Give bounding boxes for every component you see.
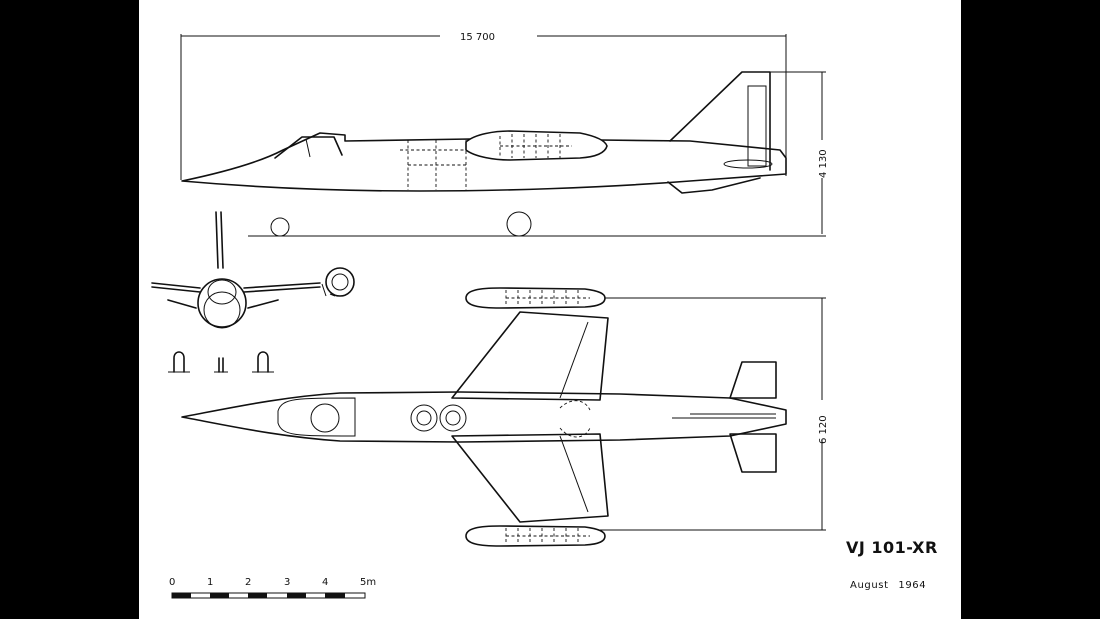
plan-wing-upper xyxy=(451,311,609,401)
scale-bar: 0 1 2 3 4 5m xyxy=(169,577,376,599)
side-engine-pod xyxy=(465,130,608,161)
length-dimension: 15 700 xyxy=(180,32,787,180)
plan-wing-lower xyxy=(451,433,609,523)
plan-fuselage xyxy=(181,391,787,443)
length-label: 15 700 xyxy=(460,32,495,43)
side-fuselage xyxy=(181,132,787,192)
side-tail-fin xyxy=(669,71,771,171)
scale-tick-2: 2 xyxy=(245,577,251,588)
scale-tick-0: 0 xyxy=(169,577,175,588)
side-canopy xyxy=(274,136,343,159)
span-dimension: 6 120 xyxy=(600,297,829,531)
front-view xyxy=(151,211,355,373)
scale-tick-3: 3 xyxy=(284,577,290,588)
scale-tick-1: 1 xyxy=(207,577,213,588)
height-label: 4 130 xyxy=(818,149,829,178)
span-label: 6 120 xyxy=(818,415,829,444)
drawing-title: VJ 101-XR xyxy=(846,538,938,557)
scale-tick-4: 4 xyxy=(322,577,328,588)
side-view xyxy=(181,71,787,237)
drawing-date: August 1964 xyxy=(850,580,927,591)
main-wheel xyxy=(506,211,532,237)
plan-view xyxy=(181,287,787,547)
nose-wheel xyxy=(270,217,290,237)
height-dimension: 4 130 xyxy=(248,71,829,237)
scale-tick-5m: 5m xyxy=(360,577,376,588)
